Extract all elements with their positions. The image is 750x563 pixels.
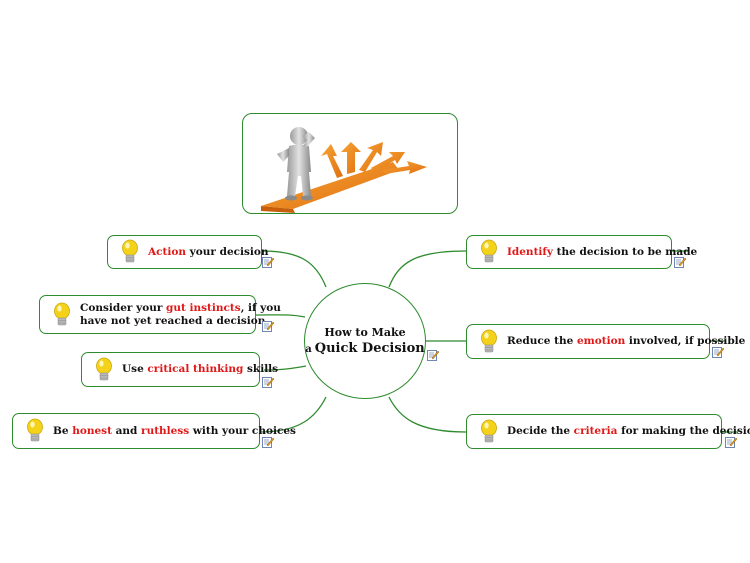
highlighted-keyword: emotion bbox=[576, 335, 626, 347]
central-topic-main: Quick Decision bbox=[314, 341, 425, 356]
text-segment: Consider your bbox=[80, 301, 167, 314]
text-segment: your decision bbox=[186, 245, 269, 258]
note-pencil-icon[interactable] bbox=[725, 436, 737, 448]
text-segment: with your choices bbox=[189, 424, 296, 437]
lightbulb-icon bbox=[481, 419, 497, 442]
lightbulb-icon bbox=[27, 418, 43, 442]
highlighted-keyword: Identify bbox=[507, 245, 554, 258]
text-segment: skills bbox=[243, 363, 279, 375]
lightbulb-icon bbox=[54, 302, 70, 325]
text-segment: Decide the bbox=[507, 425, 574, 437]
highlighted-keyword: gut instincts bbox=[166, 301, 241, 314]
text-segment: Reduce the bbox=[507, 335, 577, 347]
branch-criteria[interactable]: Decide the criteria for making the decis… bbox=[466, 414, 750, 449]
branch-emotion[interactable]: Reduce the emotion involved, if possible bbox=[466, 324, 745, 359]
highlighted-keyword: criteria bbox=[573, 425, 618, 437]
lightbulb-icon bbox=[96, 357, 112, 380]
text-segment: have not yet reached a decision bbox=[80, 314, 266, 327]
text-segment: the decision to be made bbox=[553, 245, 698, 258]
note-pencil-icon[interactable] bbox=[674, 256, 686, 268]
branch-honest-ruthless[interactable]: Be honest and ruthless with your choices bbox=[12, 413, 296, 449]
branch-gut-instincts-text: Consider your gut instincts, if you have… bbox=[80, 302, 281, 328]
branch-gut-instincts[interactable]: Consider your gut instincts, if you have… bbox=[39, 295, 281, 334]
text-segment: involved, if possible bbox=[625, 335, 746, 347]
text-segment: for making the decision bbox=[617, 425, 750, 437]
branch-action[interactable]: Action your decision bbox=[107, 235, 269, 269]
note-pencil-icon[interactable] bbox=[262, 376, 274, 388]
highlighted-keyword: ruthless bbox=[141, 424, 190, 437]
branch-emotion-text: Reduce the emotion involved, if possible bbox=[507, 335, 745, 348]
highlighted-keyword: Action bbox=[148, 245, 187, 258]
note-pencil-icon[interactable] bbox=[262, 320, 274, 332]
branch-honest-ruthless-text: Be honest and ruthless with your choices bbox=[53, 425, 296, 438]
text-segment: Use bbox=[122, 363, 148, 375]
text-segment: and bbox=[111, 424, 142, 437]
text-segment: , if you bbox=[240, 301, 281, 314]
person-at-crossroads-arrows-image bbox=[261, 127, 427, 213]
branch-gut-instincts-line2: have not yet reached a decision bbox=[80, 315, 281, 328]
lightbulb-icon bbox=[481, 329, 497, 352]
lightbulb-icon bbox=[481, 239, 497, 263]
illustration-box bbox=[242, 113, 458, 214]
branch-critical-thinking-text: Use critical thinking skills bbox=[122, 363, 278, 376]
branch-gut-instincts-line1: Consider your gut instincts, if you bbox=[80, 302, 281, 315]
note-pencil-icon[interactable] bbox=[427, 349, 439, 361]
lightbulb-icon bbox=[122, 239, 138, 263]
branch-action-text: Action your decision bbox=[148, 246, 269, 259]
branch-identify-text: Identify the decision to be made bbox=[507, 246, 697, 259]
branch-criteria-text: Decide the criteria for making the decis… bbox=[507, 425, 750, 438]
highlighted-keyword: critical thinking bbox=[147, 363, 244, 375]
text-segment: Be bbox=[53, 424, 73, 437]
central-topic-line1: How to Make bbox=[324, 326, 406, 339]
branch-identify[interactable]: Identify the decision to be made bbox=[466, 235, 697, 269]
note-pencil-icon[interactable] bbox=[712, 346, 724, 358]
branch-critical-thinking[interactable]: Use critical thinking skills bbox=[81, 352, 278, 387]
note-pencil-icon[interactable] bbox=[262, 256, 274, 268]
central-topic-prefix: a bbox=[305, 344, 312, 355]
note-pencil-icon[interactable] bbox=[262, 436, 274, 448]
highlighted-keyword: honest bbox=[72, 424, 112, 437]
